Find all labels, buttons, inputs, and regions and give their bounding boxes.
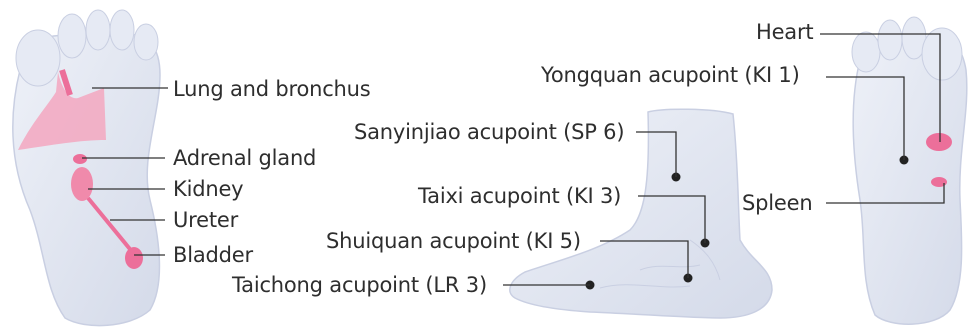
label-taichong: Taichong acupoint (LR 3) (232, 273, 487, 297)
adrenal-gland-area (73, 154, 87, 164)
label-shuiquan: Shuiquan acupoint (KI 5) (326, 229, 581, 253)
label-adrenal-gland: Adrenal gland (173, 146, 316, 170)
label-sanyinjiao: Sanyinjiao acupoint (SP 6) (354, 120, 624, 144)
label-heart: Heart (756, 20, 813, 44)
heart-area (926, 133, 952, 151)
right-foot-sole (852, 17, 967, 324)
bladder-area (125, 247, 143, 269)
label-ureter: Ureter (173, 208, 238, 232)
left-foot-sole (13, 10, 160, 326)
label-lung-and-bronchus: Lung and bronchus (173, 77, 371, 101)
label-bladder: Bladder (173, 243, 253, 267)
label-taixi: Taixi acupoint (KI 3) (418, 184, 621, 208)
kidney-area (71, 167, 93, 201)
label-spleen: Spleen (742, 191, 812, 215)
label-kidney: Kidney (173, 177, 243, 201)
label-yongquan: Yongquan acupoint (KI 1) (541, 63, 800, 87)
